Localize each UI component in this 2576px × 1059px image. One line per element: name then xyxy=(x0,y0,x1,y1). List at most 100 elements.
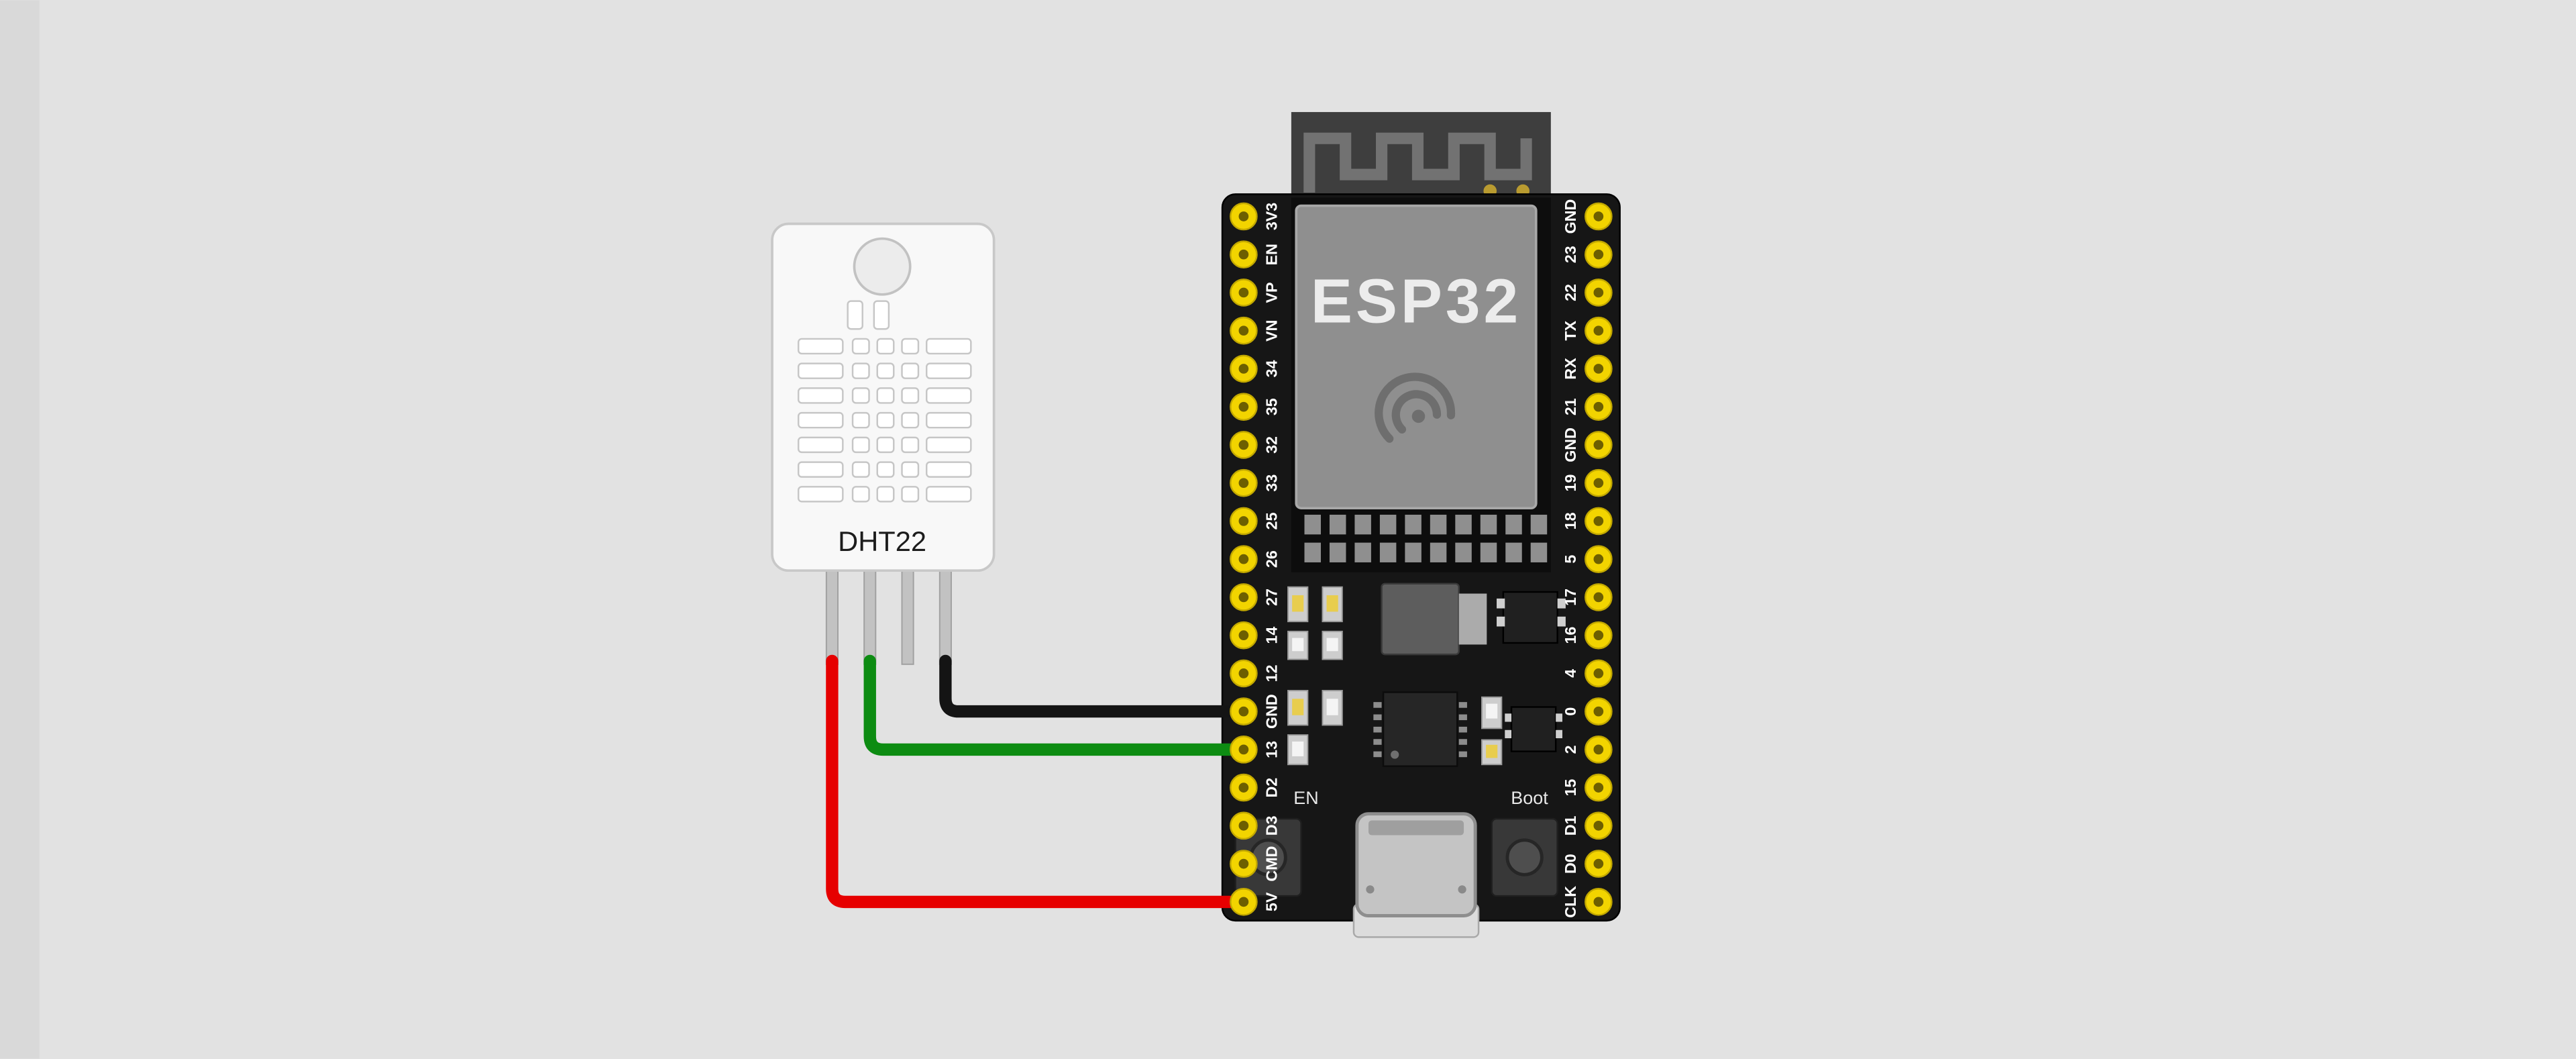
vent-slot xyxy=(876,387,895,404)
dht22-pin-2 xyxy=(863,570,877,665)
pin-label-right-GND: GND xyxy=(1562,427,1579,462)
vent-slot xyxy=(797,362,844,379)
pin-hole-center xyxy=(1593,440,1604,450)
module-pad xyxy=(1455,542,1472,562)
vent-slot xyxy=(926,387,972,404)
ic-chip xyxy=(1510,706,1557,752)
vent-slot xyxy=(901,362,920,379)
pin-label-right-15: 15 xyxy=(1562,779,1579,797)
pin-label-left-34: 34 xyxy=(1263,360,1281,377)
module-pad xyxy=(1505,514,1522,535)
pin-hole-center xyxy=(1593,668,1604,678)
pin-label-left-VN: VN xyxy=(1263,320,1281,342)
pin-label-right-4: 4 xyxy=(1562,669,1579,678)
pin-hole-center xyxy=(1593,858,1604,869)
pin-label-right-D1: D1 xyxy=(1562,815,1579,836)
vent-slot xyxy=(797,436,844,454)
pin-label-right-0: 0 xyxy=(1562,707,1579,716)
dht22-pin-3 xyxy=(901,570,914,665)
pin-hole-center xyxy=(1238,249,1249,260)
mcu-pin xyxy=(1373,702,1382,708)
mcu-pin xyxy=(1373,751,1382,758)
pin-hole-center xyxy=(1238,897,1249,907)
pin-label-right-RX: RX xyxy=(1562,358,1579,380)
module-pad xyxy=(1304,542,1321,562)
pin-label-left-25: 25 xyxy=(1263,512,1281,530)
vent-slot xyxy=(797,486,844,503)
pin-hole-center xyxy=(1238,211,1249,221)
vent-slot xyxy=(851,411,870,429)
ic-chip xyxy=(1502,591,1558,644)
vent-slot xyxy=(926,436,972,454)
vent-slot xyxy=(797,387,844,404)
pin-hole-center xyxy=(1593,249,1604,260)
vent-slot xyxy=(797,411,844,429)
vent-slot xyxy=(926,486,972,503)
pin-hole-center xyxy=(1593,744,1604,755)
pin-hole-center xyxy=(1593,630,1604,640)
vent-slot xyxy=(851,486,870,503)
pin-label-left-CMD: CMD xyxy=(1263,846,1281,882)
left-edge-strip xyxy=(0,0,40,1059)
vent-slot xyxy=(926,411,972,429)
vent-slot xyxy=(876,411,895,429)
module-pad xyxy=(1304,514,1321,535)
wire-power-5v[interactable] xyxy=(826,654,1250,909)
module-pad xyxy=(1430,542,1447,562)
pin-hole-center xyxy=(1593,783,1604,793)
module-pad xyxy=(1530,514,1548,535)
pin-hole-center xyxy=(1238,630,1249,640)
pin-hole-center xyxy=(1238,325,1249,336)
pin-label-right-19: 19 xyxy=(1562,474,1579,492)
module-pad xyxy=(1405,514,1421,535)
espressif-logo xyxy=(1375,372,1456,443)
mcu-pin xyxy=(1458,726,1467,733)
module-pad xyxy=(1379,542,1397,562)
pin-hole-center xyxy=(1238,287,1249,298)
dht22-pin-1 xyxy=(825,570,839,665)
esp32-board[interactable]: ESP32 xyxy=(1221,111,1621,938)
metal-shield xyxy=(1295,204,1538,509)
vent-slot xyxy=(876,362,895,379)
en-button[interactable] xyxy=(1234,817,1302,897)
wire-data-gpio13[interactable] xyxy=(863,654,1250,756)
mcu-pin xyxy=(1373,714,1382,721)
vent-slot xyxy=(851,461,870,478)
dht22-sensor[interactable]: DHT22 xyxy=(771,222,996,665)
usb-connector xyxy=(1352,812,1480,938)
pin-label-left-EN: EN xyxy=(1263,244,1281,265)
vent-slot xyxy=(926,338,972,355)
pin-hole-center xyxy=(1593,821,1604,831)
vent-slot xyxy=(901,387,920,404)
dht22-pins xyxy=(825,570,952,665)
module-pads xyxy=(1304,514,1548,562)
module-pad xyxy=(1329,514,1346,535)
vent-slot xyxy=(876,461,895,478)
mcu-pin xyxy=(1458,739,1467,745)
pin-label-left-27: 27 xyxy=(1263,589,1281,606)
module-pad xyxy=(1505,542,1522,562)
vent-slot xyxy=(901,486,920,503)
boot-button[interactable] xyxy=(1491,817,1558,897)
voltage-regulator xyxy=(1381,583,1460,656)
pin-label-left-13: 13 xyxy=(1263,741,1281,758)
pin-label-right-2: 2 xyxy=(1562,745,1579,754)
vent-slot xyxy=(901,411,920,429)
pin-label-right-22: 22 xyxy=(1562,284,1579,301)
module-pad xyxy=(1480,542,1497,562)
pin-label-left-D2: D2 xyxy=(1263,778,1281,798)
pin-hole-center xyxy=(1593,364,1604,374)
mcu-pins xyxy=(1373,702,1467,758)
pin-hole-center xyxy=(1593,325,1604,336)
vent-slot xyxy=(926,461,972,478)
pin-label-right-GND: GND xyxy=(1562,199,1579,234)
vent-slot xyxy=(901,338,920,355)
dht22-pin-4 xyxy=(938,570,952,665)
pin-label-left-3V3: 3V3 xyxy=(1263,203,1281,230)
pin-label-right-18: 18 xyxy=(1562,512,1579,530)
antenna-trace xyxy=(1303,132,1532,193)
pin-label-right-TX: TX xyxy=(1562,320,1579,340)
wire-ground[interactable] xyxy=(939,654,1250,718)
module-pad xyxy=(1455,514,1472,535)
